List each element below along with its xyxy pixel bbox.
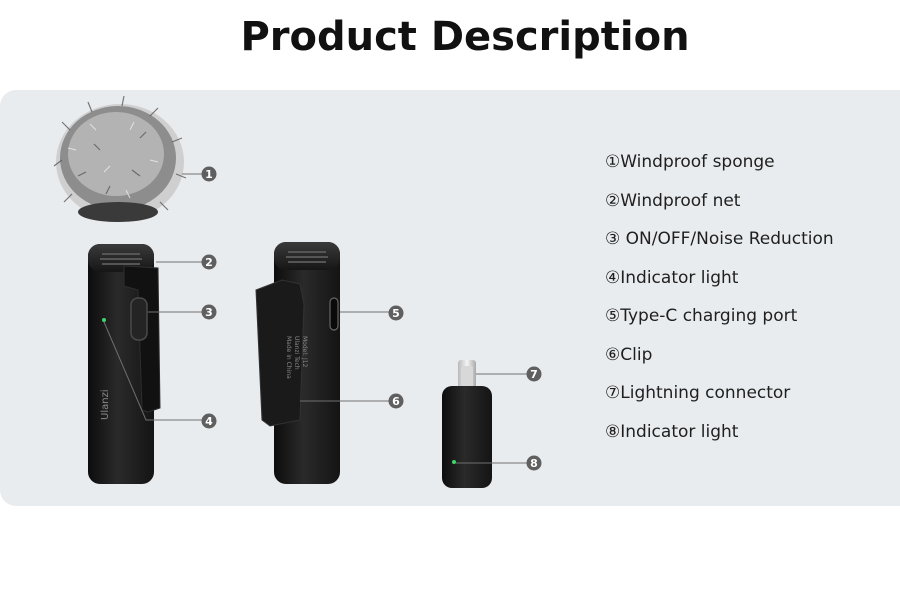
parts-legend: ①Windproof sponge ②Windproof net ③ ON/OF… [605, 148, 834, 456]
brand-label-front: Ulanzi [100, 389, 111, 420]
legend-item-windproof-net: ②Windproof net [605, 190, 741, 211]
legend-item-receiver-indicator-light: ⑧Indicator light [605, 421, 739, 442]
transmitter-side-icon: Model: J12 Ulanzi Tech Made in China [255, 242, 340, 484]
page-title: Product Description [240, 14, 690, 60]
receiver-indicator-light-icon [452, 460, 456, 464]
model-line-1: Model: J12 [301, 336, 308, 368]
product-figure: Ulanzi Model: J12 Ulanzi Tech Made in Ch… [0, 90, 580, 506]
svg-text:4: 4 [205, 415, 213, 428]
svg-text:2: 2 [205, 256, 213, 269]
lightning-receiver-icon [442, 360, 492, 488]
callout-4: 4 [201, 413, 217, 429]
product-illustration: Ulanzi Model: J12 Ulanzi Tech Made in Ch… [53, 95, 542, 488]
transmitter-front-icon: Ulanzi [88, 244, 161, 484]
callout-1: 1 [201, 166, 217, 182]
legend-item-indicator-light: ④Indicator light [605, 267, 739, 288]
callout-3: 3 [201, 304, 217, 320]
callout-7: 7 [526, 366, 542, 382]
callout-2: 2 [201, 254, 217, 270]
model-line-3: Made in China [285, 336, 292, 379]
svg-text:7: 7 [530, 368, 538, 381]
svg-text:8: 8 [530, 457, 538, 470]
legend-item-power-button: ③ ON/OFF/Noise Reduction [605, 229, 834, 249]
legend-item-lightning-connector: ⑦Lightning connector [605, 383, 791, 403]
svg-text:5: 5 [392, 307, 400, 320]
legend-item-type-c-port: ⑤Type-C charging port [605, 306, 798, 326]
indicator-light-icon [102, 318, 106, 322]
callout-8: 8 [526, 455, 542, 471]
legend-item-windproof-sponge: ①Windproof sponge [605, 152, 775, 172]
model-line-2: Ulanzi Tech [293, 336, 300, 370]
type-c-port-icon [329, 297, 339, 331]
legend-item-clip: ⑥Clip [605, 344, 653, 365]
svg-text:3: 3 [205, 306, 213, 319]
windproof-sponge-icon [53, 95, 187, 222]
callout-5: 5 [388, 305, 404, 321]
svg-text:1: 1 [205, 168, 213, 181]
callout-6: 6 [388, 393, 404, 409]
svg-text:6: 6 [392, 395, 400, 408]
